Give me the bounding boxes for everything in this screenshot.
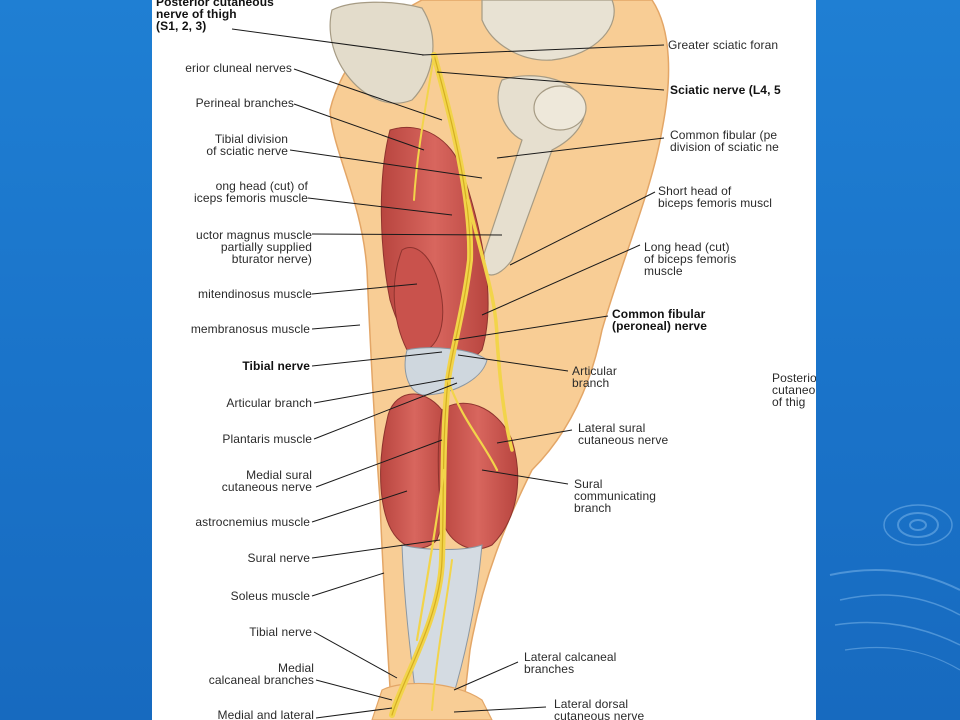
leg-illustration — [231, 0, 670, 720]
label-sciatic-nerve: Sciatic nerve (L4, 5 — [670, 83, 781, 97]
label-common-fibular-nerve: Common fibular (peroneal) nerve — [612, 307, 707, 333]
label-medial-lateral-bottom: Medial and lateral — [217, 708, 314, 720]
gastrocnemius-muscle — [380, 393, 450, 549]
label-tibial-nerve-lower: Tibial nerve — [249, 625, 312, 639]
label-long-head-biceps-right: Long head (cut) of biceps femoris muscle — [644, 240, 737, 278]
iliac-bone — [481, 0, 615, 61]
label-semimembranosus: membranosus muscle — [190, 322, 310, 336]
label-short-head-biceps: Short head of biceps femoris muscl — [658, 184, 773, 210]
gastrocnemius-lateral — [437, 402, 519, 550]
label-gastrocnemius: astrocnemius muscle — [195, 515, 310, 529]
label-lateral-dorsal-cutaneous: Lateral dorsal cutaneous nerve — [554, 697, 645, 720]
label-inferior-cluneal-nerves: erior cluneal nerves — [185, 61, 292, 75]
label-lateral-sural-cutaneous: Lateral sural cutaneous nerve — [578, 421, 669, 447]
label-common-fibular-division: Common fibular (pe division of sciatic n… — [670, 128, 779, 154]
leader-lines — [231, 28, 665, 719]
sciatic-nerve-tract — [389, 52, 514, 718]
ripple-decoration — [829, 504, 960, 671]
anatomy-plate: Posterior cutaneous nerve of thigh (S1, … — [152, 0, 816, 720]
label-tibial-nerve-upper: Tibial nerve — [242, 359, 310, 373]
label-posterior-cutaneous-right: Posterio cutaneo of thig — [772, 371, 816, 409]
label-tibial-division: Tibial division of sciatic nerve — [206, 132, 288, 158]
label-medial-sural-cutaneous: Medial sural cutaneous nerve — [221, 468, 312, 494]
label-medial-calcaneal: Medial calcaneal branches — [208, 661, 314, 687]
label-sural-communicating: Sural communicating branch — [574, 477, 657, 515]
label-sural-nerve: Sural nerve — [247, 551, 310, 565]
label-adductor-magnus: uctor magnus muscle partially supplied b… — [196, 228, 312, 266]
semitendinosus-muscle — [393, 247, 444, 353]
label-lateral-calcaneal: Lateral calcaneal branches — [524, 650, 617, 676]
label-greater-sciatic-foramen: Greater sciatic foran — [668, 38, 779, 52]
label-plantaris: Plantaris muscle — [222, 432, 312, 446]
label-articular-branch-left: Articular branch — [226, 396, 312, 410]
label-semitendinosus: mitendinosus muscle — [198, 287, 312, 301]
pelvis-bone — [329, 1, 434, 104]
label-perineal-branches: Perineal branches — [195, 96, 294, 110]
label-articular-branch-right: Articular branch — [572, 364, 617, 390]
label-long-head-biceps-left: ong head (cut) of iceps femoris muscle — [193, 179, 308, 205]
label-soleus: Soleus muscle — [230, 589, 310, 603]
label-posterior-cutaneous-nerve-of-thigh: Posterior cutaneous nerve of thigh (S1, … — [156, 0, 274, 33]
